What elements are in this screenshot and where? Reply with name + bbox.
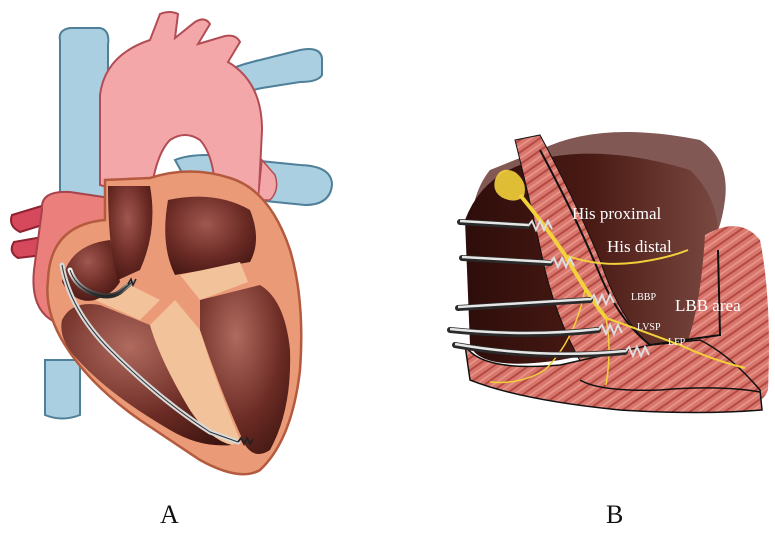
left-bundle-branch [564,249,689,265]
floor-outline [579,379,761,393]
inferior-vena-cava [44,359,81,420]
label-his-distal: His distal [607,237,672,256]
label-lvsp: LVSP [637,322,661,333]
aorta-branch-right [257,158,278,201]
label-his-proximal: His proximal [572,204,662,223]
lead-his-proximal [457,218,553,233]
mitral-leaflets [180,262,248,300]
pacing-lead-ventricular-edge [61,264,239,443]
left-ventricle-chamber [200,285,291,454]
lead-lbbp [455,292,615,311]
lead-lfp [452,342,650,359]
left-atrium-chamber [108,186,153,280]
aorta [99,11,264,217]
his-bundle-origin [494,169,525,201]
fascicle-branch-2 [489,289,586,384]
panel-b-conduction-diagram: His proximal His distal LBB area LBBP LV… [447,132,769,414]
chamber-outline [539,149,722,347]
label-lbb-area: LBB area [675,296,741,315]
panel-label-a: A [160,500,179,529]
label-lbbp: LBBP [631,292,656,303]
lead-helix-tip [237,435,254,447]
lead-helix-atrial [127,277,137,287]
label-lfp: LFP [668,337,686,348]
pacing-lead-atrial-line [69,269,133,297]
inferior-muscle [464,339,763,414]
left-fascicle [605,317,746,369]
right-atrium-chamber [62,240,120,301]
right-ventricle-chamber [61,304,232,446]
lead-lvsp [447,322,623,337]
septum-light [150,300,240,445]
left-atrium-chamber-2 [165,196,256,275]
panel-a-heart-illustration [10,11,334,476]
panel-label-b: B [606,500,624,529]
lead-his-distal [459,255,575,270]
